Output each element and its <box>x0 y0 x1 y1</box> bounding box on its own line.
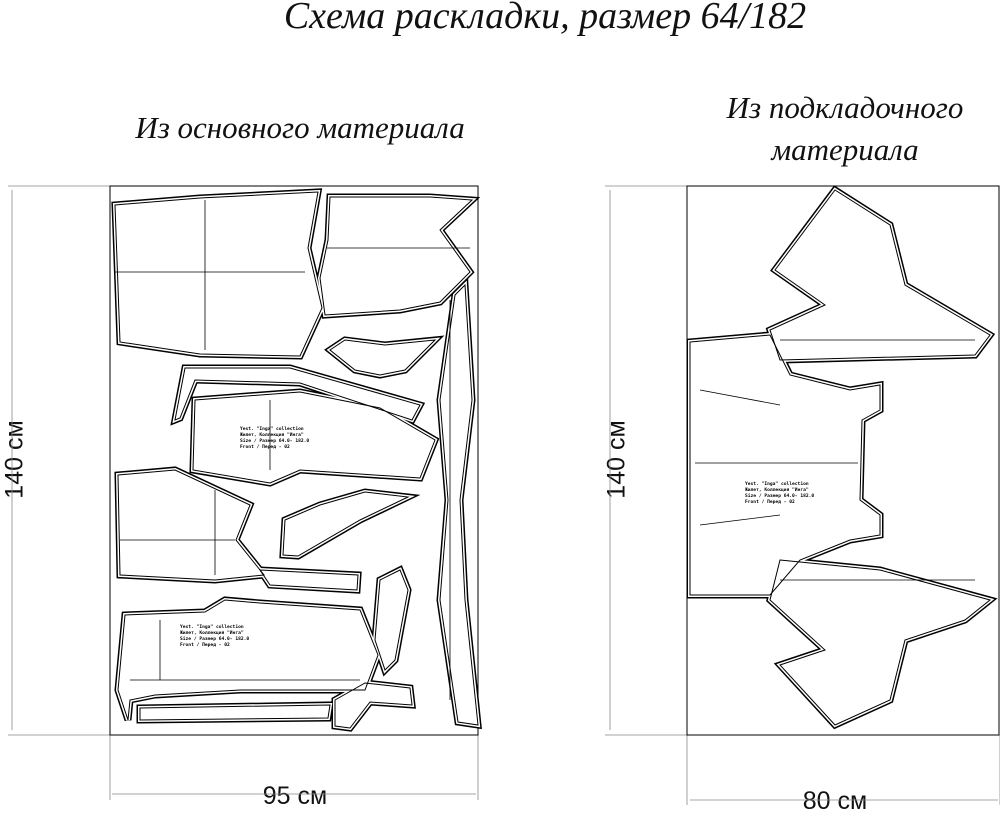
svg-text:Size / Размер 64.0- 182.0: Size / Размер 64.0- 182.0 <box>180 636 249 642</box>
lining-fabric-heading-2: материала <box>771 132 919 167</box>
svg-text:Жилет, Коллекция "Инга": Жилет, Коллекция "Инга" <box>180 630 244 636</box>
svg-text:Yest. "Inga" collection: Yest. "Inga" collection <box>180 624 244 630</box>
main-width-label: 95 см <box>250 782 340 811</box>
dimension-lines <box>8 185 1000 805</box>
svg-text:Yest. "Inga" collection: Yest. "Inga" collection <box>240 426 304 432</box>
lining-width-label: 80 см <box>790 787 880 816</box>
svg-text:Size / Размер 64.0- 182.0: Size / Размер 64.0- 182.0 <box>745 493 814 499</box>
piece-label-front-bottom: Yest. "Inga" collection Жилет, Коллекция… <box>180 624 249 648</box>
svg-text:Жилет, Коллекция "Инга": Жилет, Коллекция "Инга" <box>240 432 304 438</box>
piece-label-lining: Yest. "Inga" collection Жилет, Коллекция… <box>745 481 814 505</box>
svg-text:Size / Размер 64.0- 182.0: Size / Размер 64.0- 182.0 <box>240 438 309 444</box>
svg-text:Front / Перед - 02: Front / Перед - 02 <box>240 444 290 450</box>
svg-text:Front / Перед - 02: Front / Перед - 02 <box>180 642 230 648</box>
main-fabric-heading: Из основного материала <box>135 110 465 145</box>
page-title: Схема раскладки, размер 64/182 <box>283 0 807 37</box>
main-fabric-sheet <box>109 185 479 736</box>
svg-text:Жилет, Коллекция "Инга": Жилет, Коллекция "Инга" <box>745 487 809 493</box>
grain-lines <box>115 200 975 700</box>
svg-text:Yest. "Inga" collection: Yest. "Inga" collection <box>745 481 809 487</box>
lining-fabric-heading-1: Из подкладочного <box>726 90 964 125</box>
piece-label-main-front: Yest. "Inga" collection Жилет, Коллекция… <box>240 426 309 450</box>
svg-text:Front / Перед - 02: Front / Перед - 02 <box>745 499 795 505</box>
